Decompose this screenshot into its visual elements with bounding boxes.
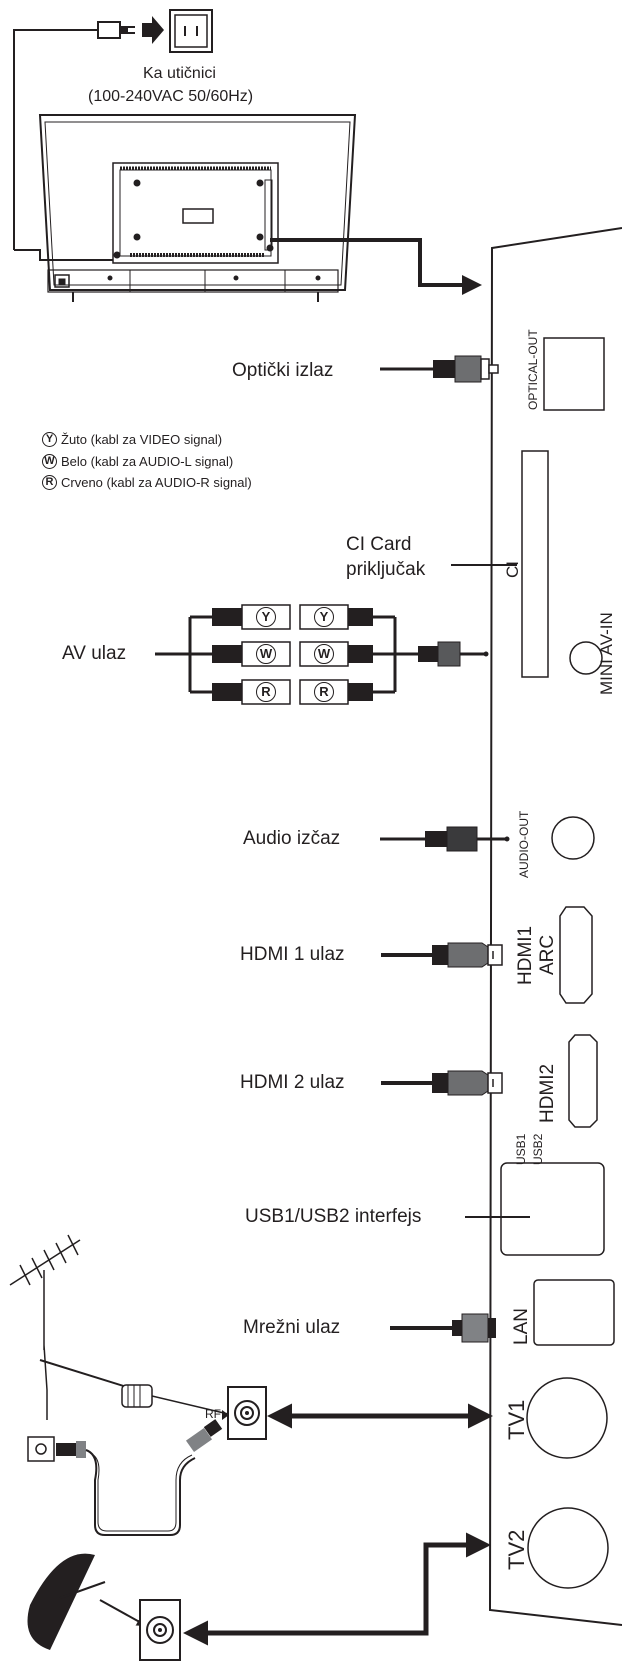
- usb-label: USB1/USB2 interfejs: [245, 1206, 422, 1227]
- lan-cable-icon: [390, 1313, 496, 1343]
- sat-socket-icon: [139, 1599, 181, 1661]
- legend-row: R Crveno (kabl za AUDIO-R signal): [42, 475, 252, 490]
- legend-text: Belo (kabl za AUDIO-L signal): [61, 454, 234, 469]
- port-mini-av-in: MINI AV-IN: [597, 612, 616, 695]
- wall-antenna-socket-icon: [27, 1419, 223, 1536]
- power-plug-icon: [13, 21, 135, 250]
- audio-jack-icon: [380, 826, 510, 852]
- rf-socket-icon: [227, 1386, 267, 1440]
- tv-back-icon: [38, 114, 357, 302]
- legend-row: Y Žuto (kabl za VIDEO signal): [42, 432, 222, 447]
- plug-letter-r: R: [314, 682, 334, 702]
- port-hdmi1-arc: ARC: [537, 934, 558, 975]
- plug-letter-r: R: [256, 682, 276, 702]
- av-label: AV ulaz: [62, 643, 127, 664]
- legend-letter: R: [42, 475, 57, 490]
- plug-letter-w: W: [256, 644, 276, 664]
- plug-letter-y: Y: [314, 607, 334, 627]
- power-label-2: (100-240VAC 50/60Hz): [88, 88, 254, 105]
- port-tv1: TV1: [504, 1399, 529, 1440]
- port-hdmi1: HDMI1: [515, 925, 536, 985]
- connector-panel: [488, 227, 622, 1626]
- hdmi1-cable-icon: [381, 942, 503, 968]
- port-usb1: USB1: [514, 1133, 528, 1165]
- legend-row: W Belo (kabl za AUDIO-L signal): [42, 454, 233, 469]
- port-optical-out: OPTICAL-OUT: [526, 329, 540, 410]
- port-ci: CI: [503, 561, 522, 578]
- ci-label-2: priključak: [346, 559, 426, 580]
- port-tv2: TV2: [504, 1529, 529, 1570]
- hdmi1-label: HDMI 1 ulaz: [240, 944, 345, 965]
- ci-label-1: CI Card: [346, 534, 412, 555]
- lan-label: Mrežni ulaz: [243, 1317, 341, 1338]
- arrow-right-icon: [142, 16, 164, 44]
- port-usb2: USB2: [531, 1133, 545, 1165]
- power-label-1: Ka utičnici: [143, 65, 216, 82]
- plug-letter-w: W: [314, 644, 334, 664]
- rf-label: RF: [205, 1407, 221, 1421]
- antenna-icon: [9, 1234, 131, 1420]
- hdmi2-cable-icon: [381, 1070, 503, 1096]
- legend-text: Žuto (kabl za VIDEO signal): [61, 432, 223, 447]
- port-audio-out: AUDIO-OUT: [517, 810, 531, 878]
- plug-letter-y: Y: [256, 607, 276, 627]
- legend-letter: Y: [42, 432, 57, 447]
- legend-text: Crveno (kabl za AUDIO-R signal): [61, 475, 252, 490]
- port-hdmi2: HDMI2: [537, 1063, 558, 1123]
- hdmi2-label: HDMI 2 ulaz: [240, 1072, 345, 1093]
- satellite-dish-icon: [27, 1553, 147, 1650]
- optical-cable-icon: [380, 355, 499, 383]
- port-lan: LAN: [511, 1308, 532, 1345]
- audio-label: Audio izčaz: [243, 828, 341, 849]
- legend-letter: W: [42, 454, 57, 469]
- optical-label: Optički izlaz: [232, 360, 334, 381]
- wall-socket-icon: [169, 9, 213, 53]
- rf-pointer-icon: [222, 1410, 229, 1420]
